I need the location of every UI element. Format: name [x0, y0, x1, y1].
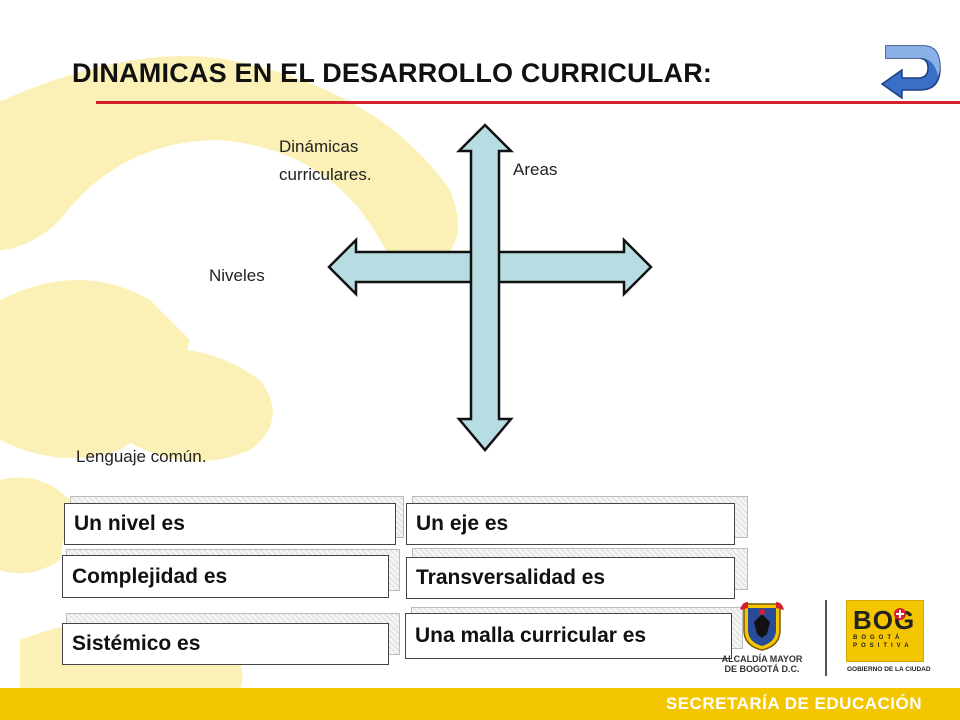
title-divider: [96, 101, 960, 104]
coat-of-arms-icon: [740, 602, 784, 651]
red-dot-icon: [894, 608, 906, 620]
footer-text: SECRETARÍA DE EDUCACIÓN: [665, 694, 922, 713]
sistemico-button[interactable]: Sistémico es: [62, 623, 389, 665]
un-eje-button[interactable]: Un eje es: [406, 503, 735, 545]
logo-divider: [825, 600, 827, 676]
bog-gobierno: GOBIERNO DE LA CIUDAD: [847, 666, 931, 673]
transversalidad-button[interactable]: Transversalidad es: [406, 557, 735, 599]
alcaldia-line1: ALCALDÍA MAYOR: [721, 654, 803, 664]
bog-sub-line2: POSITIVA: [853, 643, 913, 649]
four-way-arrow-icon: [327, 123, 653, 452]
alcaldia-line2: DE BOGOTÁ D.C.: [724, 664, 800, 674]
label-dinamicas-line1: Dinámicas: [279, 137, 359, 156]
label-lenguaje: Lenguaje común.: [76, 447, 207, 466]
malla-curricular-button[interactable]: Una malla curricular es: [405, 613, 732, 659]
bog-sub-line1: BOGOTÁ: [853, 635, 904, 641]
un-nivel-button[interactable]: Un nivel es: [64, 503, 396, 545]
label-dinamicas-line2: curriculares.: [279, 165, 372, 184]
label-niveles: Niveles: [209, 266, 265, 285]
return-arrow-icon: [880, 45, 941, 100]
footer-bar: SECRETARÍA DE EDUCACIÓN: [0, 688, 960, 720]
return-button[interactable]: [876, 42, 944, 102]
page-title: DINAMICAS EN EL DESARROLLO CURRICULAR:: [72, 58, 713, 88]
label-areas: Areas: [513, 160, 558, 179]
complejidad-button[interactable]: Complejidad es: [62, 555, 389, 598]
